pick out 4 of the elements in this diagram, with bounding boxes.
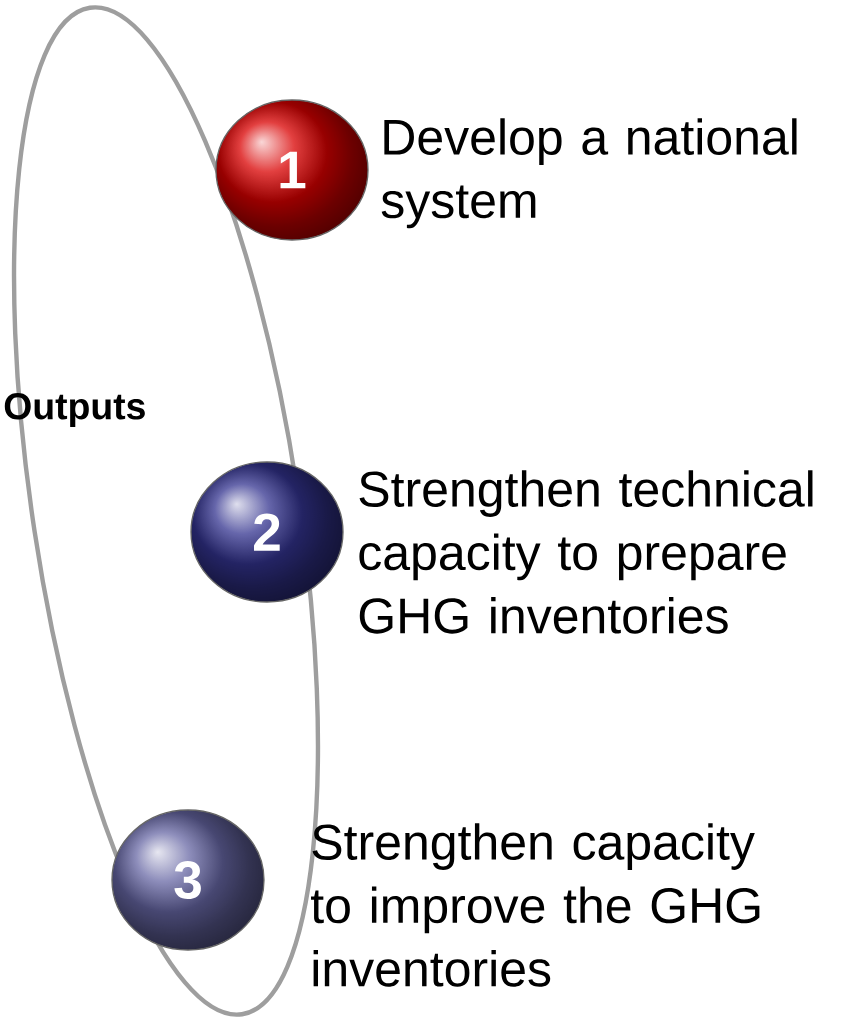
side-label: Outputs [4,393,145,427]
description-text: Strengthen technical capacity to prepare GHG inventories [359,470,813,634]
description-text: Develop a national system [381,118,797,229]
description-text: Strengthen capacity to improve the GHG inventories [311,823,760,987]
